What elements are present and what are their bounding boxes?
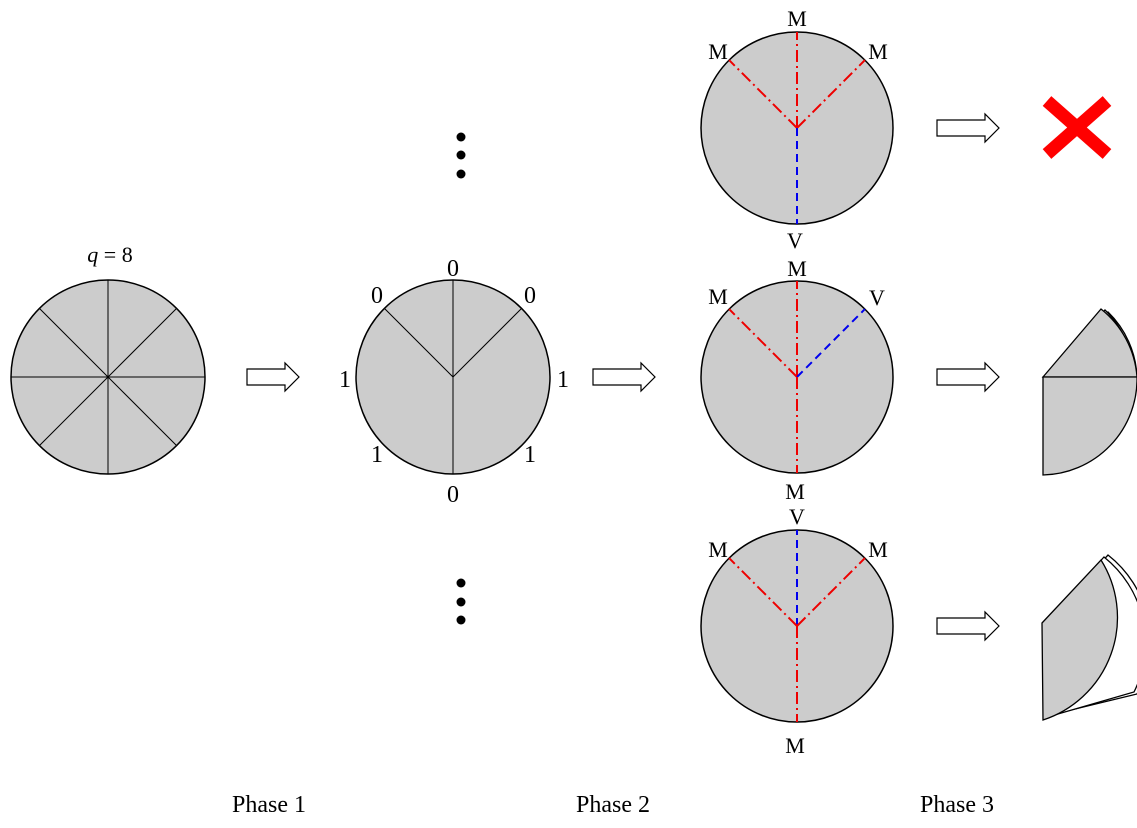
crease-upper-right-mountain bbox=[796, 59, 866, 129]
arrow-right-icon bbox=[936, 610, 1000, 642]
label-right: 1 bbox=[557, 367, 569, 393]
assignment-1-disk: M M M V bbox=[700, 6, 894, 253]
crease-upper-left-mountain bbox=[728, 557, 798, 627]
ellipsis-bottom bbox=[456, 578, 466, 625]
label-lower-left: 1 bbox=[371, 442, 383, 468]
mv-upper-left: M bbox=[708, 39, 728, 64]
binary-creases bbox=[384, 280, 522, 474]
crease-upper-left-mountain bbox=[728, 308, 798, 378]
mv-bottom: M bbox=[785, 733, 805, 758]
phase-1-caption: Phase 1 bbox=[232, 792, 306, 818]
mv-bottom: M bbox=[785, 479, 805, 504]
reject-x-icon bbox=[1042, 96, 1112, 159]
arrow-right-icon bbox=[936, 112, 1000, 144]
mv-upper-right: M bbox=[868, 537, 888, 562]
mv-top: M bbox=[787, 256, 807, 281]
phase-3-caption: Phase 3 bbox=[920, 792, 994, 818]
crease-upper-right-valley bbox=[796, 308, 866, 378]
folded-shape-1 bbox=[1041, 308, 1137, 476]
label-left: 1 bbox=[339, 367, 351, 393]
mv-top: M bbox=[787, 6, 807, 31]
crease-upper-right-mountain bbox=[796, 557, 866, 627]
phase2-disk: 0 0 0 1 1 1 1 0 bbox=[339, 256, 569, 508]
arrow-right-icon bbox=[592, 361, 656, 393]
crease-upper-left-mountain bbox=[728, 59, 798, 129]
folded-shape-2 bbox=[1041, 554, 1137, 721]
eight-creases bbox=[11, 280, 205, 474]
mv-bottom: V bbox=[787, 228, 803, 253]
label-lower-right: 1 bbox=[524, 442, 536, 468]
assignment-3-disk: V M M M bbox=[700, 504, 894, 758]
phase1-disk: q = 8 bbox=[10, 242, 206, 475]
label-upper-left: 0 bbox=[371, 283, 383, 309]
mv-upper-right: M bbox=[868, 39, 888, 64]
arrow-right-icon bbox=[936, 361, 1000, 393]
label-top: 0 bbox=[447, 256, 459, 282]
assignment-2-disk: M M V M bbox=[700, 256, 894, 504]
ellipsis-top bbox=[456, 132, 466, 179]
label-upper-right: 0 bbox=[524, 283, 536, 309]
arrow-right-icon bbox=[246, 361, 300, 393]
label-bottom: 0 bbox=[447, 482, 459, 508]
mv-top: V bbox=[789, 504, 805, 529]
q-label: q = 8 bbox=[87, 242, 132, 267]
phase-2-caption: Phase 2 bbox=[576, 792, 650, 818]
mv-upper-right: V bbox=[869, 285, 885, 310]
mv-upper-left: M bbox=[708, 537, 728, 562]
mv-upper-left: M bbox=[708, 284, 728, 309]
